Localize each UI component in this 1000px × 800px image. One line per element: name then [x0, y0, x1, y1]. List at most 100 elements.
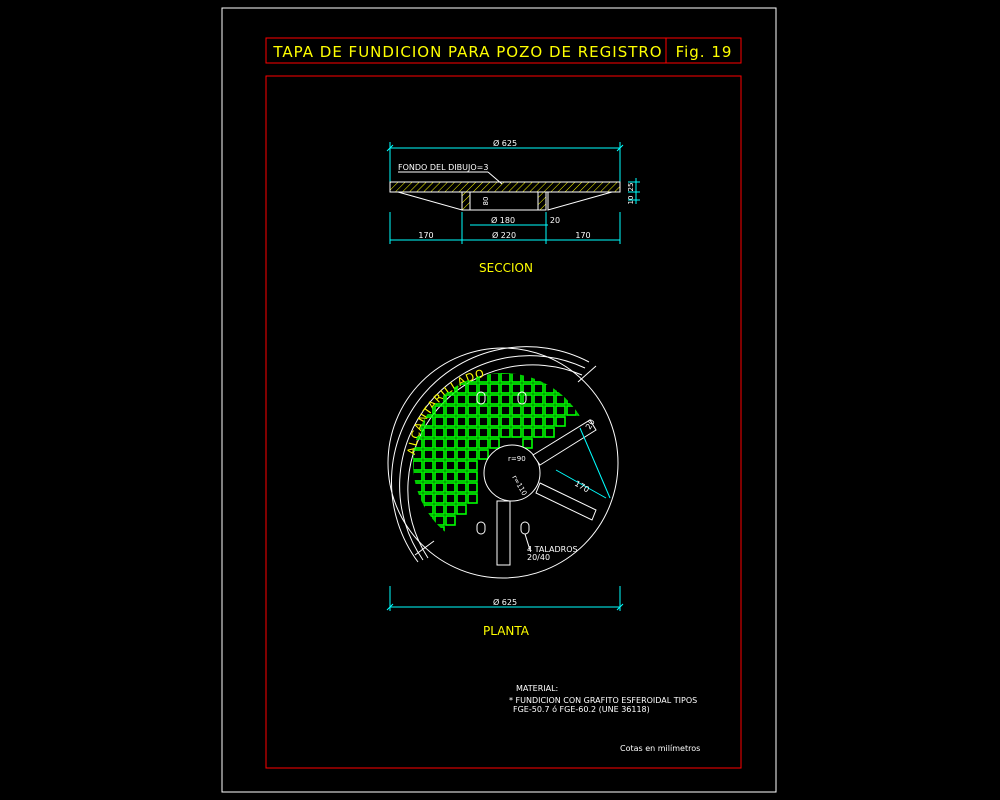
section-dim-left: 170: [418, 231, 433, 240]
grid-cell: [500, 427, 511, 438]
grid-cell: [500, 394, 511, 405]
grid-cell: [467, 482, 478, 493]
grid-cell: [423, 493, 434, 504]
grid-cell: [423, 427, 434, 438]
grid-cell: [533, 373, 544, 383]
figure-number: Fig. 19: [676, 43, 733, 61]
grid-cell: [434, 471, 445, 482]
section-rib-right: [537, 191, 547, 211]
grid-cell: [413, 449, 423, 460]
grid-cell: [456, 427, 467, 438]
grid-cell: [566, 405, 577, 416]
grid-cell: [511, 394, 522, 405]
grid-cell: [434, 416, 445, 427]
grid-cell: [423, 449, 434, 460]
grid-cell: [555, 383, 566, 394]
grid-cell: [500, 373, 511, 383]
title-block: [265, 37, 742, 64]
grid-cell: [413, 373, 423, 383]
grid-cell: [445, 405, 456, 416]
section-dim-depth: 80: [482, 197, 490, 206]
grid-cell: [423, 515, 434, 526]
grid-cell: [434, 460, 445, 471]
plan-view: ALCANTARILLADO 20 170 r=90 r=110 4 TALAD…: [386, 346, 624, 638]
grid-cell: [434, 427, 445, 438]
grid-cell: [434, 537, 445, 548]
plan-dim-rib-width: 20: [584, 418, 597, 431]
grid-cell: [489, 427, 500, 438]
plan-caption: PLANTA: [483, 624, 530, 638]
grid-cell: [434, 405, 445, 416]
grid-cell: [511, 383, 522, 394]
section-dim-center: Ø 220: [492, 230, 516, 240]
grid-cell: [522, 427, 533, 438]
section-rib-left: [461, 191, 471, 211]
section-note-fondo: FONDO DEL DIBUJO=3: [398, 163, 488, 172]
grid-cell: [478, 394, 489, 405]
grid-cell: [500, 383, 511, 394]
grid-cell: [413, 482, 423, 493]
grid-cell: [467, 427, 478, 438]
grid-cell: [566, 373, 577, 383]
grid-cell: [511, 373, 522, 383]
grid-cell: [544, 416, 555, 427]
drawing-border: [265, 75, 742, 769]
grid-cell: [566, 394, 577, 405]
grid-cell: [413, 504, 423, 515]
grid-cell: [478, 449, 489, 460]
grid-cell: [423, 471, 434, 482]
grid-cell: [456, 504, 467, 515]
grid-cell: [456, 460, 467, 471]
section-lid-plate: [389, 181, 621, 193]
grid-cell: [478, 373, 489, 383]
grid-cell: [456, 493, 467, 504]
grid-cell: [555, 405, 566, 416]
grid-cell: [434, 515, 445, 526]
grid-cell: [544, 383, 555, 394]
grid-cell: [544, 373, 555, 383]
grid-cell: [522, 373, 533, 383]
grid-cell: [413, 460, 423, 471]
grid-cell: [456, 383, 467, 394]
grid-cell: [413, 515, 423, 526]
grid-cell: [577, 394, 588, 405]
grid-cell: [489, 438, 500, 449]
grid-cell: [456, 416, 467, 427]
section-dim-inner: Ø 180: [491, 215, 515, 225]
grid-cell: [489, 394, 500, 405]
grid-cell: [423, 504, 434, 515]
grid-cell: [478, 416, 489, 427]
grid-cell: [445, 427, 456, 438]
grid-cell: [533, 427, 544, 438]
grid-cell: [555, 373, 566, 383]
grid-cell: [413, 493, 423, 504]
grid-cell: [434, 504, 445, 515]
grid-cell: [467, 394, 478, 405]
grid-cell: [467, 493, 478, 504]
grid-cell: [456, 394, 467, 405]
grid-cell: [522, 383, 533, 394]
grid-cell: [413, 438, 423, 449]
plan-note-holes-2: 20/40: [527, 553, 550, 562]
grid-cell: [445, 449, 456, 460]
grid-cell: [423, 460, 434, 471]
grid-cell: [456, 438, 467, 449]
grid-cell: [423, 526, 434, 537]
grid-cell: [533, 416, 544, 427]
grid-cell: [511, 416, 522, 427]
grid-cell: [544, 394, 555, 405]
grid-cell: [434, 482, 445, 493]
grid-cell: [445, 394, 456, 405]
grid-cell: [511, 405, 522, 416]
grid-cell: [445, 504, 456, 515]
grid-cell: [467, 449, 478, 460]
grid-cell: [478, 438, 489, 449]
grid-cell: [467, 471, 478, 482]
grid-cell: [489, 405, 500, 416]
grid-cell: [445, 438, 456, 449]
material-label: MATERIAL:: [516, 684, 558, 693]
grid-cell: [522, 405, 533, 416]
section-dim-overall: Ø 625: [493, 138, 517, 148]
grid-cell: [434, 493, 445, 504]
grid-cell: [555, 394, 566, 405]
